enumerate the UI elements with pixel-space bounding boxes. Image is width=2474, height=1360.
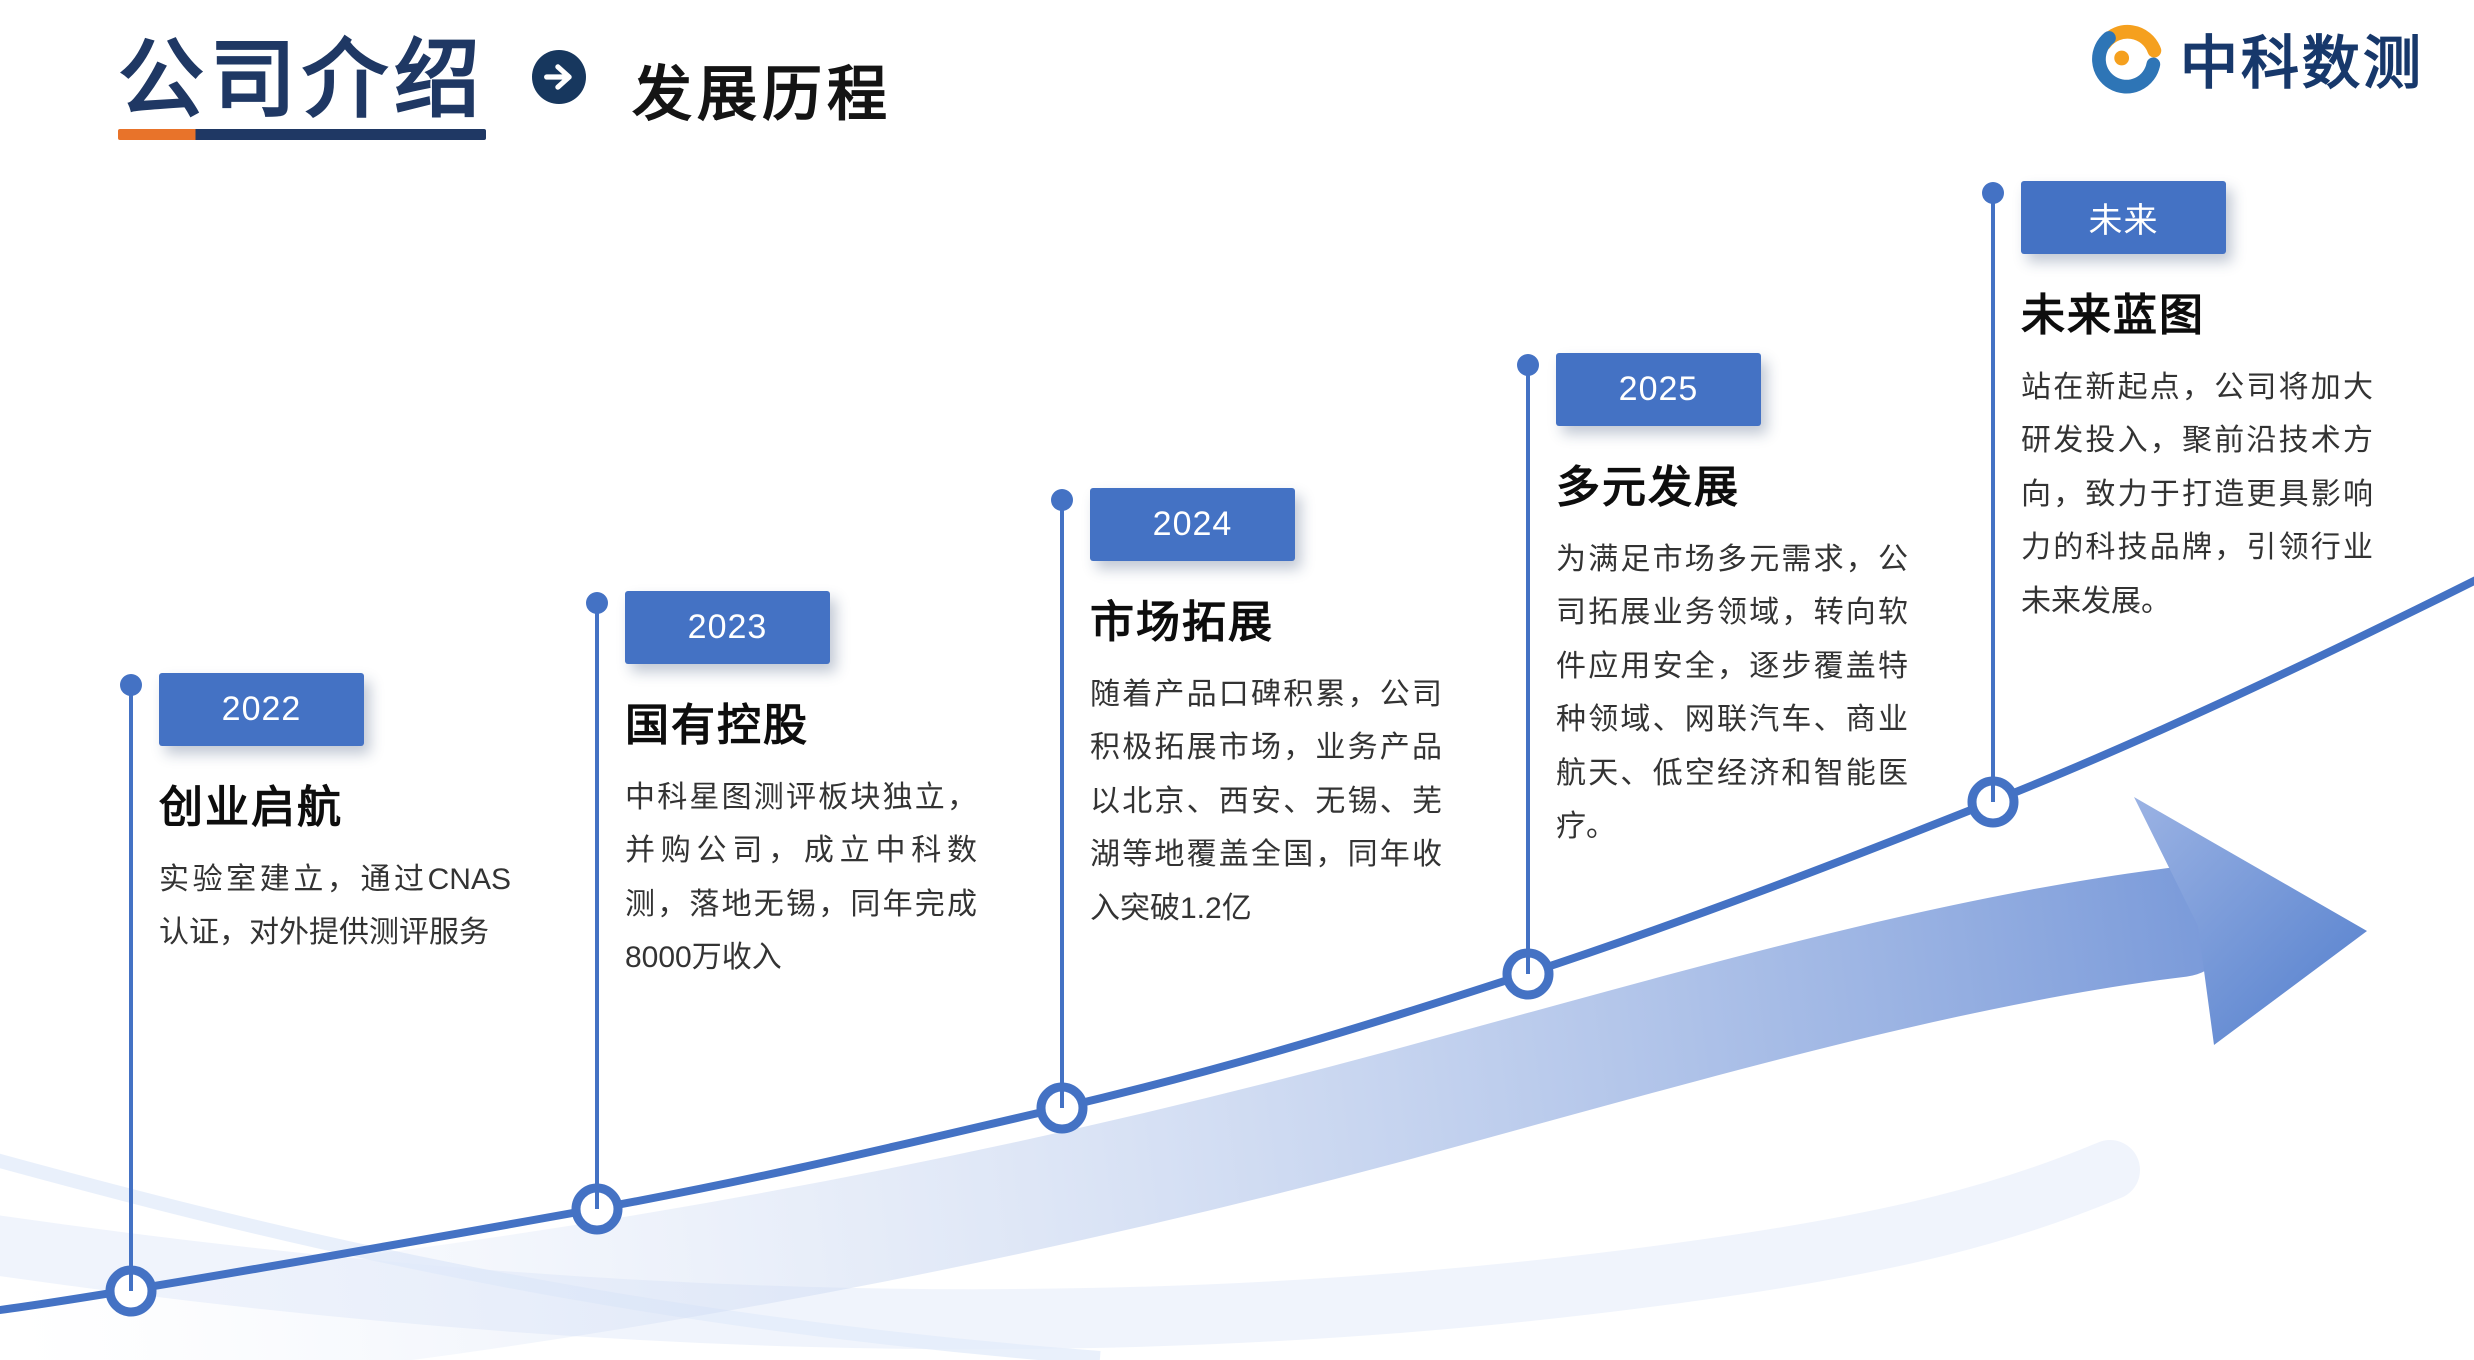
stem-dot — [1517, 354, 1539, 376]
header: 公司介绍 发展历程 — [118, 34, 892, 140]
growth-arrow-band — [0, 867, 2235, 1360]
milestone-title: 多元发展 — [1556, 463, 1740, 512]
company-logo: 中科数测 — [2090, 16, 2424, 100]
arrow-right-icon — [532, 50, 586, 104]
milestone-description: 为满足市场多元需求，公司拓展业务领域，转向软件应用安全，逐步覆盖特种领域、网联汽… — [1556, 543, 1908, 843]
milestone-title: 创业启航 — [159, 783, 343, 832]
year-badge: 2022 — [159, 673, 364, 746]
growth-arrow-head — [2134, 797, 2367, 1045]
page-subtitle: 发展历程 — [632, 61, 892, 128]
stem-dot — [586, 592, 608, 614]
milestone-description: 实验室建立，通过CNAS认证，对外提供测评服务 — [159, 863, 511, 950]
stem-line — [129, 685, 133, 1291]
milestone-description: 中科星图测评板块独立，并购公司，成立中科数测，落地无锡，同年完成8000万收入 — [625, 781, 977, 975]
logo-swirl-icon — [2092, 24, 2162, 94]
stem-line — [1060, 500, 1064, 1108]
milestone-description: 随着产品口碑积累，公司积极拓展市场，业务产品以北京、西安、无锡、芜湖等地覆盖全国… — [1090, 678, 1442, 925]
stem-line — [595, 603, 599, 1209]
title-block: 公司介绍 — [118, 34, 486, 140]
stem-line — [1991, 193, 1995, 802]
title-underline — [118, 128, 486, 140]
stem-dot — [1982, 182, 2004, 204]
logo-text: 中科数测 — [2179, 31, 2424, 96]
milestone-description: 站在新起点，公司将加大研发投入，聚前沿技术方向，致力于打造更具影响力的科技品牌，… — [2021, 371, 2373, 618]
page-title: 公司介绍 — [118, 32, 486, 128]
stem-line — [1526, 365, 1530, 974]
year-badge: 2025 — [1556, 353, 1761, 426]
milestone-title: 未来蓝图 — [2021, 291, 2205, 340]
year-badge: 2023 — [625, 591, 830, 664]
milestone-title: 国有控股 — [625, 701, 809, 750]
stem-dot — [1051, 489, 1073, 511]
milestone-title: 市场拓展 — [1090, 598, 1274, 647]
timeline-curve — [0, 576, 2474, 1315]
year-badge: 未来 — [2021, 181, 2226, 254]
stem-dot — [120, 674, 142, 696]
year-badge: 2024 — [1090, 488, 1295, 561]
